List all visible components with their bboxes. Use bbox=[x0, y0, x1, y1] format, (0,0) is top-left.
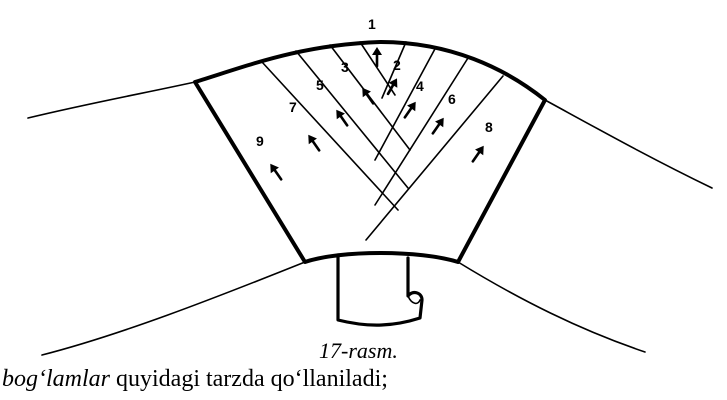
turn-number-2: 2 bbox=[393, 57, 401, 73]
forearm-bottom-line bbox=[458, 262, 645, 352]
bandage-tail-curl bbox=[408, 296, 420, 303]
arrow-icon bbox=[332, 107, 351, 128]
body-text-italic: bog‘lamlar bbox=[2, 366, 110, 392]
arrow-icon bbox=[469, 143, 488, 164]
turn-number-3: 3 bbox=[341, 59, 349, 75]
arrow-icon bbox=[401, 99, 420, 120]
arrow-icon bbox=[304, 132, 323, 153]
turn-number-6: 6 bbox=[448, 91, 456, 107]
forearm-top-line bbox=[545, 100, 712, 188]
body-text-regular: quyidagi tarzda qo‘llaniladi; bbox=[110, 366, 388, 392]
arrow-icon bbox=[358, 85, 377, 106]
bandage-outline bbox=[195, 42, 545, 262]
upper-arm-top-line bbox=[28, 82, 195, 118]
turn-number-5: 5 bbox=[316, 77, 324, 93]
turn-number-4: 4 bbox=[416, 78, 424, 94]
turn-number-1: 1 bbox=[368, 16, 376, 32]
turn-number-9: 9 bbox=[256, 133, 264, 149]
arrow-icon bbox=[266, 161, 285, 182]
turn-number-7: 7 bbox=[289, 99, 297, 115]
bandage-tail bbox=[338, 255, 422, 325]
turn-number-8: 8 bbox=[485, 119, 493, 135]
figure-caption-text: 17-rasm. bbox=[319, 338, 398, 364]
upper-arm-bottom-line bbox=[42, 262, 305, 355]
arrow-icon bbox=[429, 115, 448, 136]
body-text-line: bog‘lamlar quyidagi tarzda qo‘llaniladi; bbox=[2, 366, 727, 393]
